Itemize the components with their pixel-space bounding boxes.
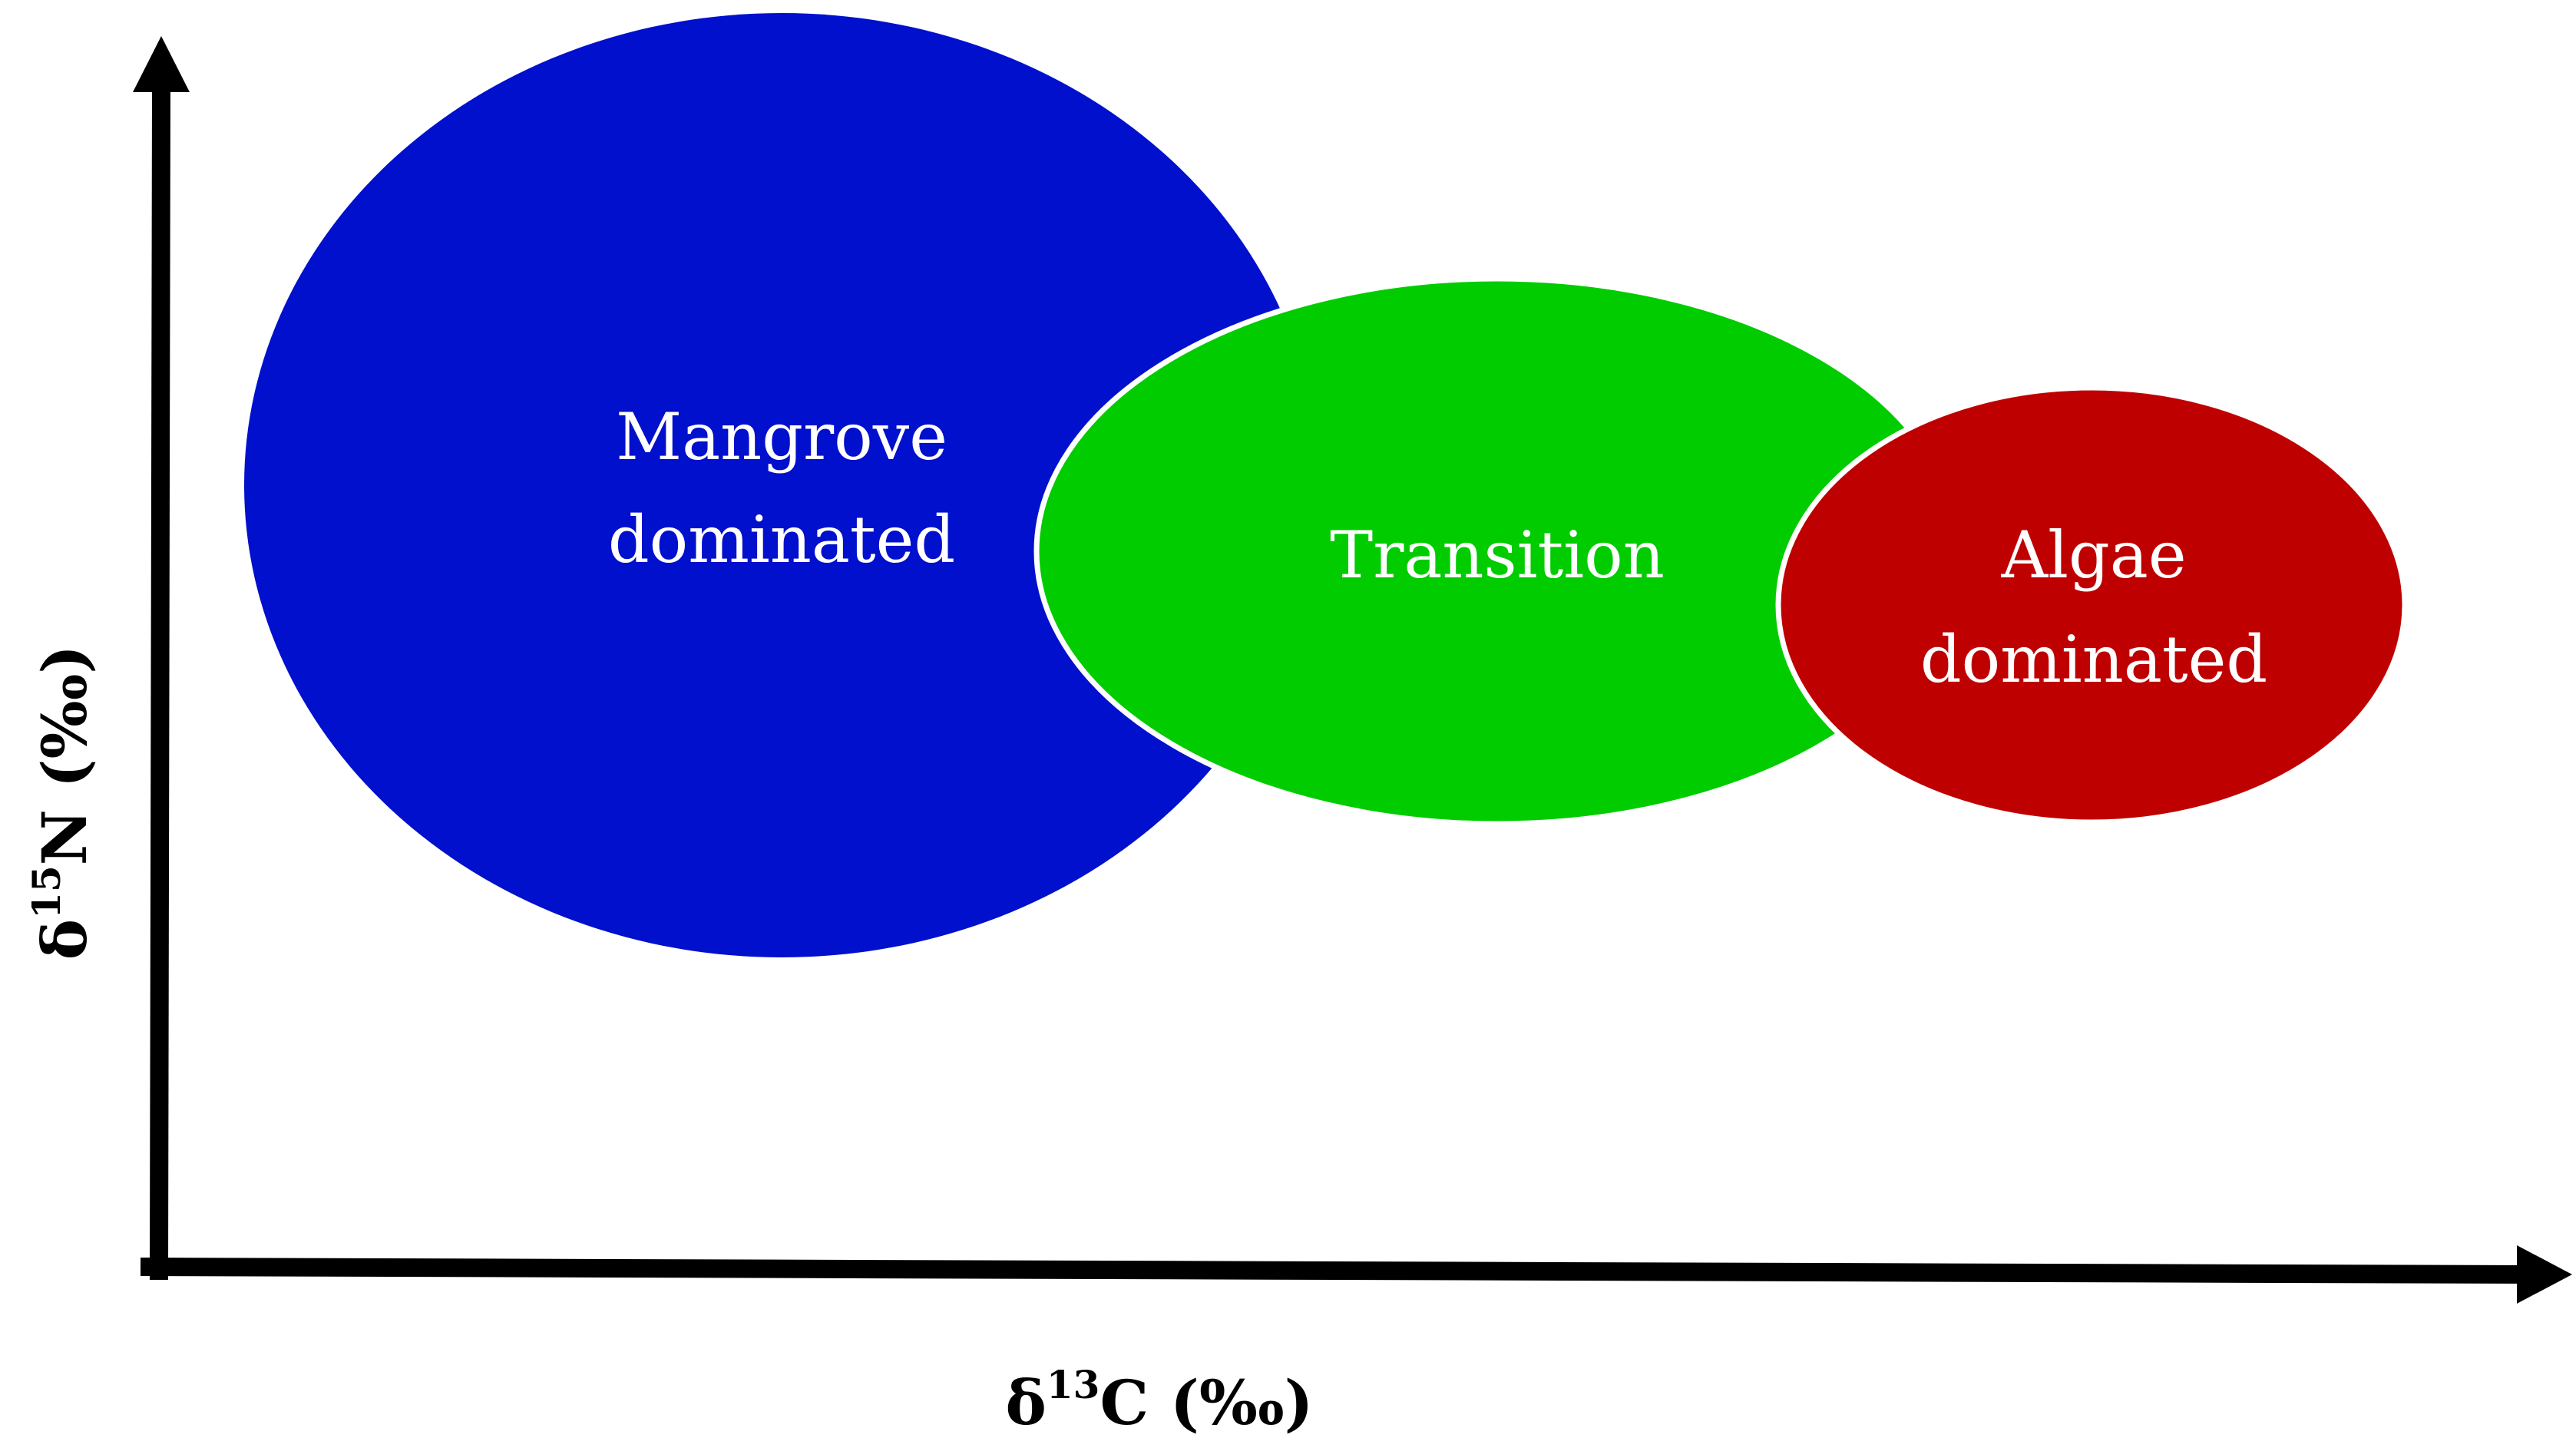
mangrove-dominated-region (244, 13, 1319, 957)
x-axis-label: δ13C (‰) (1006, 1362, 1314, 1438)
algae-label-line2: dominated (1920, 622, 2267, 697)
y-axis-label: δ15N (‰) (24, 645, 101, 960)
y-axis (133, 36, 190, 1281)
x-axis (140, 1245, 2572, 1304)
y-axis-label-delta: δ (28, 919, 101, 960)
transition-label: Transition (1330, 517, 1665, 593)
algae-label-line1: Algae (2000, 517, 2186, 593)
x-axis-label-delta: δ (1006, 1367, 1047, 1438)
y-axis-label-superscript: 15 (24, 865, 69, 919)
y-axis-label-suffix: N (‰) (28, 645, 101, 865)
x-axis-arrowhead (2517, 1245, 2572, 1304)
mangrove-label-line2: dominated (608, 502, 955, 577)
x-axis-line (140, 1257, 2532, 1284)
mangrove-label-line1: Mangrove (616, 399, 947, 474)
y-axis-line (149, 76, 171, 1281)
x-axis-label-superscript: 13 (1047, 1362, 1100, 1407)
x-axis-label-suffix: C (‰) (1100, 1367, 1313, 1438)
algae-dominated-region (1775, 385, 2408, 825)
y-axis-arrowhead (133, 36, 190, 92)
